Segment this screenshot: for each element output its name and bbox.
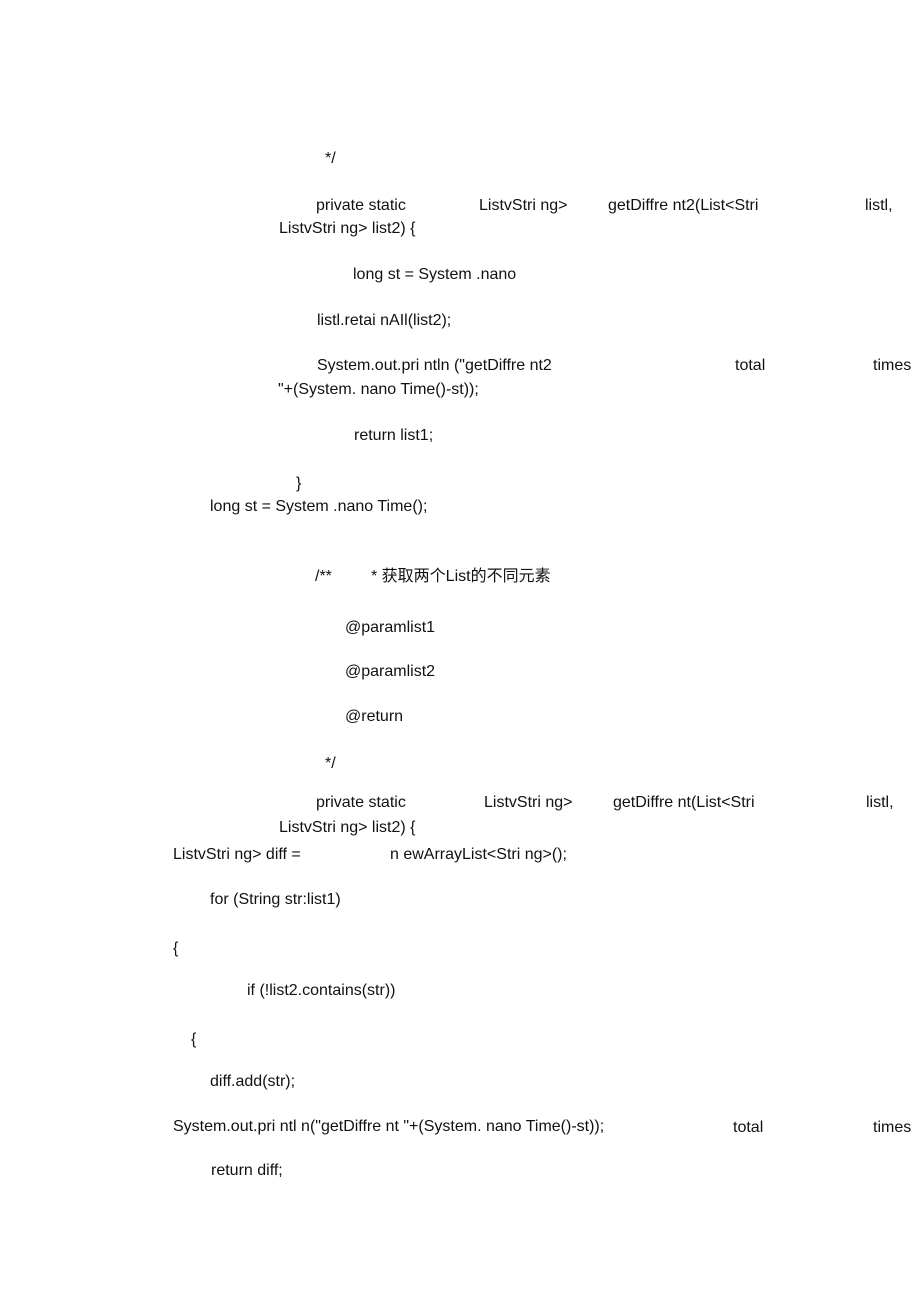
code-text: { (173, 940, 179, 957)
code-text: ListvStri ng> (479, 197, 568, 214)
code-text: listl, (866, 794, 894, 811)
code-text: long st = System .nano Time(); (210, 498, 428, 515)
code-text: total (733, 1119, 764, 1136)
code-text: getDiffre nt(List<Stri (613, 794, 755, 811)
code-text: times (873, 357, 912, 374)
code-text: for (String str:list1) (210, 891, 341, 908)
code-text: total (735, 357, 766, 374)
code-text: ListvStri ng> list2) { (279, 819, 416, 836)
comment-close: */ (325, 150, 336, 167)
comment-close: */ (325, 755, 336, 772)
code-text: private static (316, 197, 406, 214)
code-text: ListvStri ng> diff = (173, 846, 301, 863)
code-text: if (!list2.contains(str)) (247, 982, 396, 999)
code-text: return list1; (354, 427, 434, 444)
code-text: System.out.pri ntl n("getDiffre nt "+(Sy… (173, 1118, 605, 1135)
code-text: long st = System .nano (353, 266, 517, 283)
javadoc-tag: @paramlist1 (345, 619, 436, 636)
code-text: ListvStri ng> (484, 794, 573, 811)
code-text: listl.retai nAIl(list2); (317, 312, 452, 329)
code-text: { (191, 1031, 197, 1048)
code-text: System.out.pri ntln ("getDiffre nt2 (317, 357, 552, 374)
code-text: "+(System. nano Time()-st)); (278, 381, 479, 398)
javadoc-tag: @paramlist2 (345, 663, 436, 680)
code-text: getDiffre nt2(List<Stri (608, 197, 759, 214)
code-text: times (873, 1119, 912, 1136)
javadoc-tag: @return (345, 708, 404, 725)
comment-open: /** (315, 568, 332, 585)
code-text: n ewArrayList<Stri ng>(); (390, 846, 567, 863)
comment-text: * 获取两个List的不同元素 (371, 568, 551, 585)
code-text: ListvStri ng> list2) { (279, 220, 416, 237)
code-text: diff.add(str); (210, 1073, 296, 1090)
code-text: } (296, 475, 302, 492)
code-text: private static (316, 794, 406, 811)
code-text: return diff; (211, 1162, 283, 1179)
code-text: listl, (865, 197, 893, 214)
